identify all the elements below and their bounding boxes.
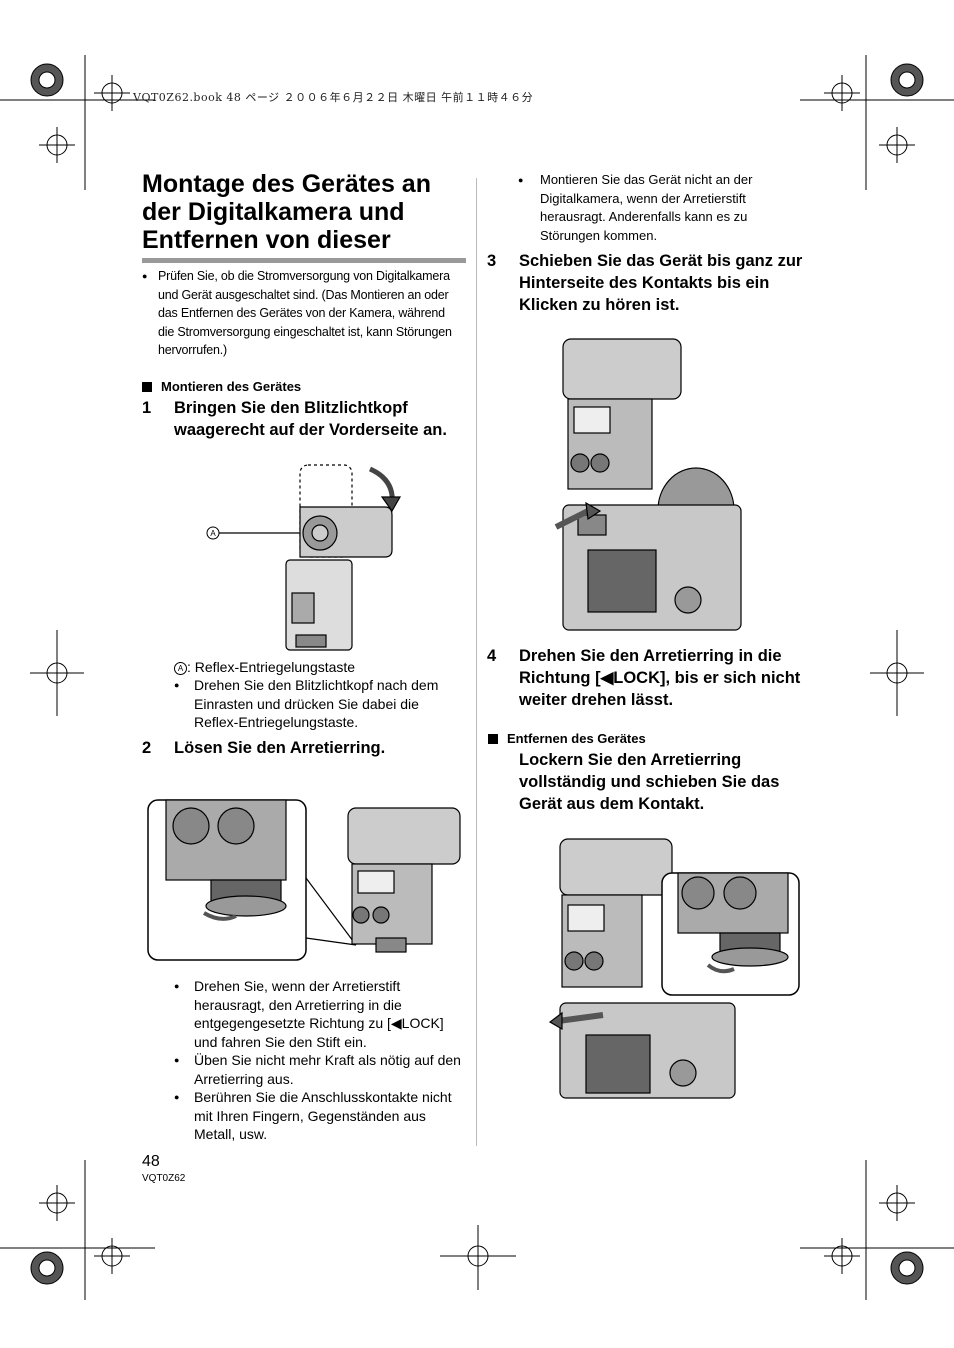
callout-a-label: A [210, 529, 216, 538]
legend-a: A: Reflex-Entriegelungstaste [174, 658, 464, 677]
right-note: Montieren Sie das Gerät nicht an der Dig… [518, 171, 808, 245]
step2-note: Berühren Sie die Anschlusskontakte nicht… [174, 1088, 468, 1144]
callout-a-icon: A [174, 662, 187, 675]
remove-instruction: Lockern Sie den Arretierring vollständig… [519, 751, 780, 813]
square-bullet-icon [142, 382, 152, 392]
step2-notes: Drehen Sie, wenn der Arretierstift herau… [174, 977, 468, 1144]
step-1: 1 Bringen Sie den Blitzlichtkopf waagere… [142, 397, 472, 443]
right-notes: Montieren Sie das Gerät nicht an der Dig… [518, 171, 808, 245]
step2-note: Üben Sie nicht mehr Kraft als nötig auf … [174, 1051, 468, 1088]
document-code: VQT0Z62 [142, 1173, 186, 1184]
step-3: 3 Schieben Sie das Gerät bis ganz zur Hi… [487, 250, 817, 320]
step-4: 4 Drehen Sie den Arretierring in die Ric… [487, 645, 817, 715]
page-number: 48 [142, 1153, 160, 1170]
step-text: Schieben Sie das Gerät bis ganz zur Hint… [519, 252, 803, 314]
step1-note: Drehen Sie den Blitzlichtkopf nach dem E… [174, 676, 466, 732]
title-rule [142, 258, 466, 263]
step-number: 4 [487, 647, 497, 665]
column-divider [476, 178, 477, 1146]
flash-head-rotate-illustration: A [206, 464, 402, 651]
print-file-info: VQT0Z62.book 48 ページ ２００６年６月２２日 木曜日 午前１１時… [133, 91, 534, 104]
remove-from-camera-illustration [548, 838, 800, 1099]
intro-bullets: Prüfen Sie, ob die Stromversorgung von D… [142, 267, 460, 360]
step-2: 2 Lösen Sie den Arretierring. [142, 737, 472, 761]
page-title: Montage des Gerätes an der Digitalkamera… [142, 170, 431, 254]
locking-ring-illustration [147, 799, 461, 961]
step-text: Lösen Sie den Arretierring. [174, 739, 386, 757]
step-number: 2 [142, 739, 152, 757]
mount-heading: Montieren des Gerätes [142, 379, 301, 394]
slide-onto-camera-illustration [554, 338, 742, 631]
step-text: Drehen Sie den Arretierring in die Richt… [519, 647, 801, 709]
step2-note: Drehen Sie, wenn der Arretierstift herau… [174, 977, 468, 1051]
step-number: 1 [142, 399, 152, 417]
step1-notes: Drehen Sie den Blitzlichtkopf nach dem E… [174, 676, 466, 732]
intro-bullet: Prüfen Sie, ob die Stromversorgung von D… [142, 267, 460, 360]
square-bullet-icon [488, 734, 498, 744]
step-text: Bringen Sie den Blitzlichtkopf waagerech… [174, 399, 447, 439]
step-number: 3 [487, 252, 497, 270]
remove-heading: Entfernen des Gerätes [488, 731, 646, 746]
